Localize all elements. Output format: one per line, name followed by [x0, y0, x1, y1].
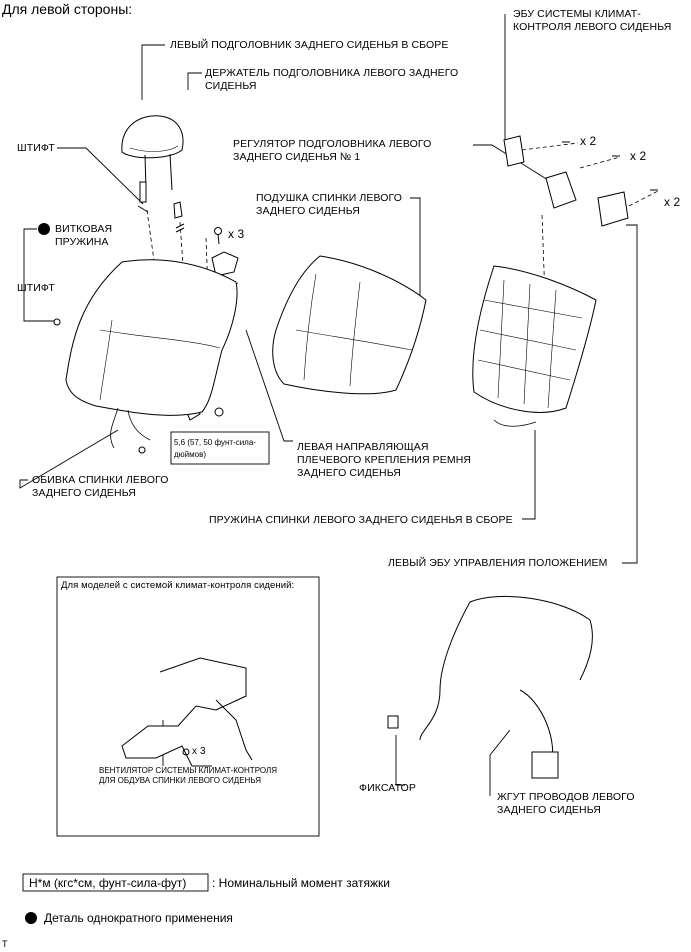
- label-harness-1: ЖГУТ ПРОВОДОВ ЛЕВОГО: [497, 791, 635, 803]
- spring-frame-drawing: [472, 265, 597, 427]
- label-x2-c: x 2: [664, 195, 681, 209]
- nonreusable-dot-icon: [38, 223, 50, 235]
- legend-nonreusable-text: Деталь однократного применения: [44, 911, 233, 925]
- legend-torque-unit: Н*м (кгс*см, фунт-сила-фут): [29, 876, 187, 890]
- label-fan-x3: x 3: [192, 746, 206, 757]
- label-adjuster-1: РЕГУЛЯТОР ПОДГОЛОВНИКА ЛЕВОГО: [233, 138, 432, 150]
- page-title: Для левой стороны:: [2, 1, 133, 17]
- torque-value-2: дюймов): [174, 450, 206, 459]
- label-headrest: ЛЕВЫЙ ПОДГОЛОВНИК ЗАДНЕГО СИДЕНЬЯ В СБОР…: [170, 39, 449, 51]
- label-coil-2: ПРУЖИНА: [55, 236, 109, 248]
- label-cover-1: ОБИВКА СПИНКИ ЛЕВОГО: [32, 474, 169, 486]
- footer-mark: T: [2, 939, 8, 949]
- label-pin-top: ШТИФТ: [17, 142, 55, 154]
- label-guide-3: ЗАДНЕГО СИДЕНЬЯ: [297, 467, 401, 479]
- inset-box: [56, 576, 320, 837]
- legend-torque-box: [22, 873, 209, 892]
- seatback-cover-drawing: [65, 259, 238, 454]
- label-pad-1: ПОДУШКА СПИНКИ ЛЕВОГО: [256, 192, 402, 204]
- label-x3: x 3: [228, 227, 245, 241]
- label-harness-2: ЗАДНЕГО СИДЕНЬЯ: [497, 804, 601, 816]
- legend-torque-text: : Номинальный момент затяжки: [212, 876, 390, 890]
- label-cover-2: ЗАДНЕГО СИДЕНЬЯ: [32, 487, 136, 499]
- torque-value-1: 5,6 (57, 50 фунт-сила-: [174, 438, 256, 447]
- label-adjuster-2: ЗАДНЕГО СИДЕНЬЯ № 1: [233, 151, 361, 163]
- torque-box: [170, 431, 270, 465]
- label-guide-1: ЛЕВАЯ НАПРАВЛЯЮЩАЯ: [297, 441, 429, 453]
- headrest-drawing: [121, 115, 184, 191]
- label-ecu-climate-1: ЭБУ СИСТЕМЫ КЛИМАТ-: [513, 8, 641, 20]
- label-pin-left: ШТИФТ: [17, 282, 55, 294]
- label-pad-2: ЗАДНЕГО СИДЕНЬЯ: [256, 205, 360, 217]
- label-fan-1: ВЕНТИЛЯТОР СИСТЕМЫ КЛИМАТ-КОНТРОЛЯ: [99, 766, 278, 775]
- label-ecu-climate-2: КОНТРОЛЯ ЛЕВОГО СИДЕНЬЯ: [513, 21, 672, 33]
- label-retainer: ФИКСАТОР: [359, 782, 416, 794]
- label-spring-assy: ПРУЖИНА СПИНКИ ЛЕВОГО ЗАДНЕГО СИДЕНЬЯ В …: [209, 514, 513, 526]
- fan-drawing: [121, 657, 253, 767]
- ecu-drawing: [503, 135, 658, 227]
- seatback-pad-drawing: [272, 255, 427, 395]
- label-fan-2: ДЛЯ ОБДУВА СПИНКИ ЛЕВОГО СИДЕНЬЯ: [99, 776, 261, 785]
- label-x2-a: x 2: [580, 134, 597, 148]
- harness-drawing: [387, 595, 593, 779]
- inset-title: Для моделей с системой климат-контроля с…: [61, 580, 295, 591]
- legend-dot-icon: [25, 912, 37, 924]
- label-holder-1: ДЕРЖАТЕЛЬ ПОДГОЛОВНИКА ЛЕВОГО ЗАДНЕГО: [205, 67, 459, 79]
- label-x2-b: x 2: [630, 149, 647, 163]
- label-guide-2: ПЛЕЧЕВОГО КРЕПЛЕНИЯ РЕМНЯ: [297, 454, 472, 466]
- label-holder-2: СИДЕНЬЯ: [205, 80, 257, 92]
- label-coil-1: ВИТКОВАЯ: [55, 223, 113, 235]
- label-ecu-position: ЛЕВЫЙ ЭБУ УПРАВЛЕНИЯ ПОЛОЖЕНИЕМ: [388, 557, 608, 569]
